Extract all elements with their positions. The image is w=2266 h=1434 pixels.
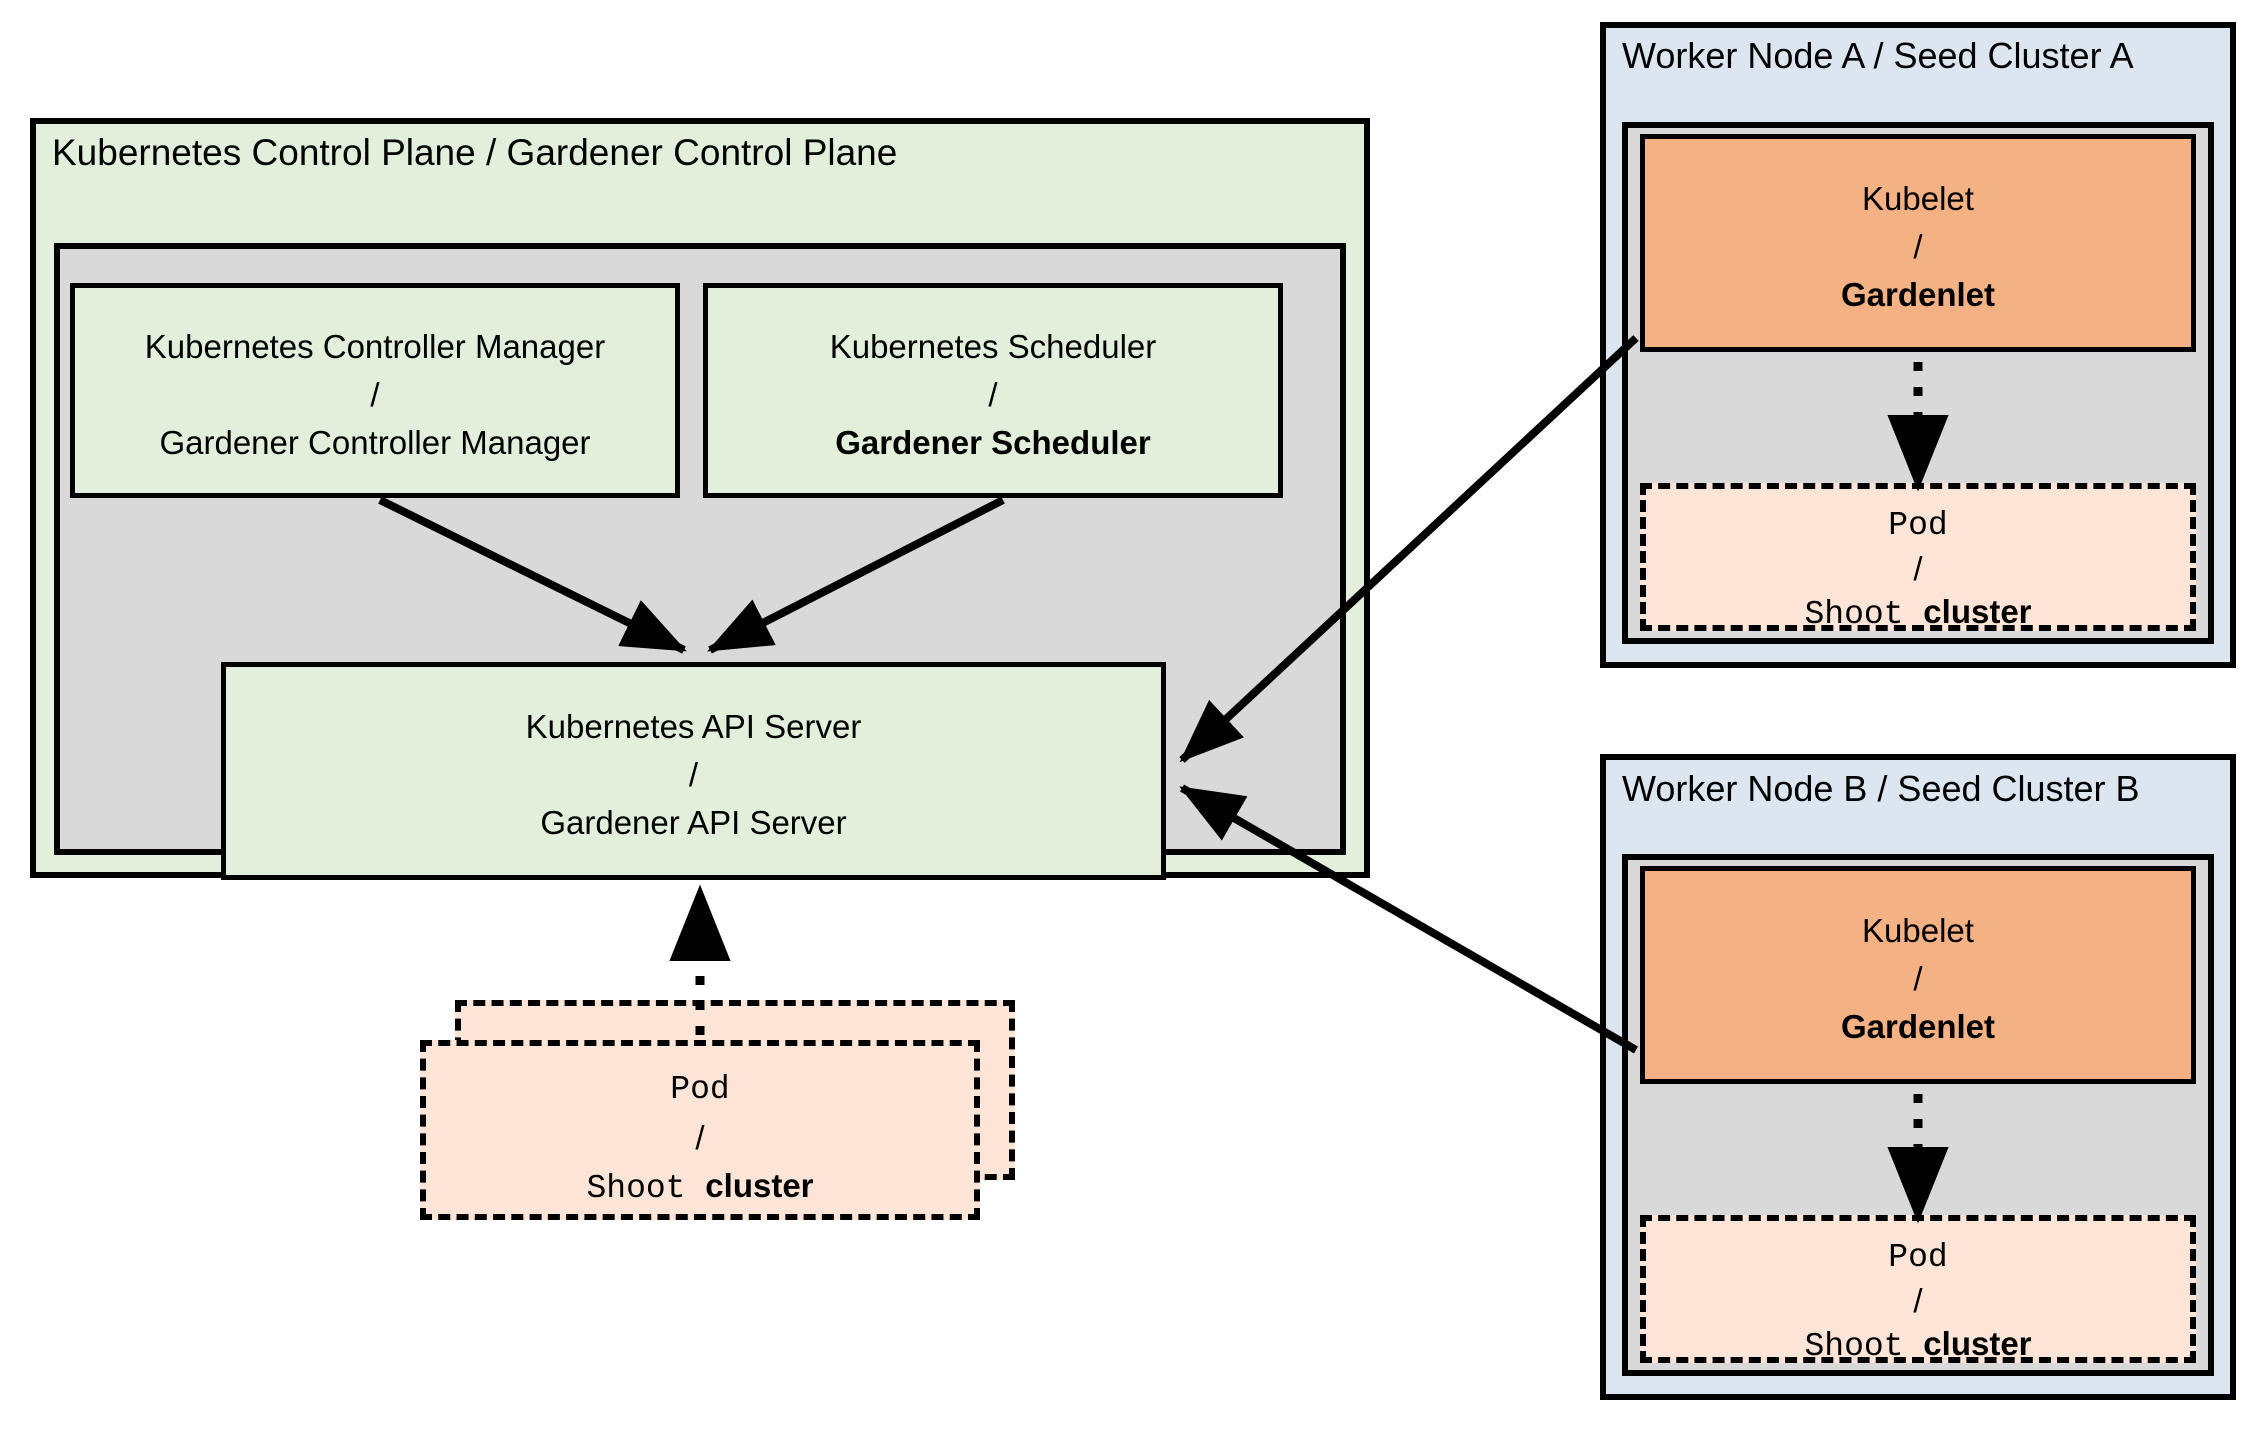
control-plane-pod-box[interactable]: Pod / Shoot cluster bbox=[420, 1040, 980, 1220]
control-plane-pod-line2: Shoot cluster bbox=[426, 1164, 974, 1211]
gardenlet-b-box[interactable]: Kubelet / Gardenlet bbox=[1640, 866, 2196, 1084]
worker-node-a-header: Worker Node A / Seed Cluster A bbox=[1622, 35, 2134, 76]
controller-manager-box[interactable]: Kubernetes Controller Manager / Gardener… bbox=[70, 283, 680, 498]
scheduler-line1: Kubernetes Scheduler bbox=[829, 328, 1157, 365]
control-plane-pod-line2-plain: Shoot bbox=[586, 1170, 706, 1207]
gardenlet-a-box[interactable]: Kubelet / Gardenlet bbox=[1640, 134, 2196, 352]
pod-b-line2-plain: Shoot bbox=[1804, 1328, 1924, 1365]
control-plane-pod-separator: / bbox=[695, 1119, 705, 1156]
api-server-line1: Kubernetes API Server bbox=[525, 708, 862, 745]
pod-b-line1: Pod bbox=[1888, 1239, 1948, 1276]
gardenlet-b-line1: Kubelet bbox=[1862, 912, 1974, 949]
gardenlet-b-line2: Gardenlet bbox=[1840, 1008, 1996, 1045]
pod-b-line2: Shoot cluster bbox=[1646, 1322, 2190, 1369]
api-server-line2: Gardener API Server bbox=[540, 804, 847, 841]
pod-a-box[interactable]: Pod / Shoot cluster bbox=[1640, 483, 2196, 633]
pod-b-separator: / bbox=[1913, 1282, 1923, 1319]
pod-a-line2-bold: cluster bbox=[1923, 593, 2032, 630]
api-server-box[interactable]: Kubernetes API Server / Gardener API Ser… bbox=[221, 662, 1166, 880]
gardenlet-a-separator: / bbox=[1913, 228, 1923, 265]
pod-a-line1: Pod bbox=[1888, 507, 1948, 544]
pod-a-line2-plain: Shoot bbox=[1804, 596, 1924, 633]
gardenlet-b-separator: / bbox=[1913, 960, 1923, 997]
controller-manager-separator: / bbox=[370, 376, 380, 413]
worker-node-b-header: Worker Node B / Seed Cluster B bbox=[1622, 768, 2140, 809]
pod-b-line2-bold: cluster bbox=[1923, 1325, 2032, 1362]
gardenlet-a-line1: Kubelet bbox=[1862, 180, 1974, 217]
api-server-separator: / bbox=[688, 756, 699, 793]
control-plane-header: Kubernetes Control Plane / Gardener Cont… bbox=[52, 132, 898, 173]
control-plane-pod-line1: Pod bbox=[670, 1071, 730, 1108]
scheduler-separator: / bbox=[988, 376, 998, 413]
pod-a-separator: / bbox=[1913, 550, 1923, 587]
control-plane-pod-line2-bold: cluster bbox=[705, 1167, 814, 1204]
pod-a-line2: Shoot cluster bbox=[1646, 590, 2190, 637]
controller-manager-line2: Gardener Controller Manager bbox=[159, 424, 591, 461]
controller-manager-line1: Kubernetes Controller Manager bbox=[144, 328, 606, 365]
gardenlet-a-line2: Gardenlet bbox=[1840, 276, 1996, 313]
scheduler-line2: Gardener Scheduler bbox=[835, 424, 1151, 461]
pod-b-box[interactable]: Pod / Shoot cluster bbox=[1640, 1215, 2196, 1365]
scheduler-box[interactable]: Kubernetes Scheduler / Gardener Schedule… bbox=[703, 283, 1283, 498]
